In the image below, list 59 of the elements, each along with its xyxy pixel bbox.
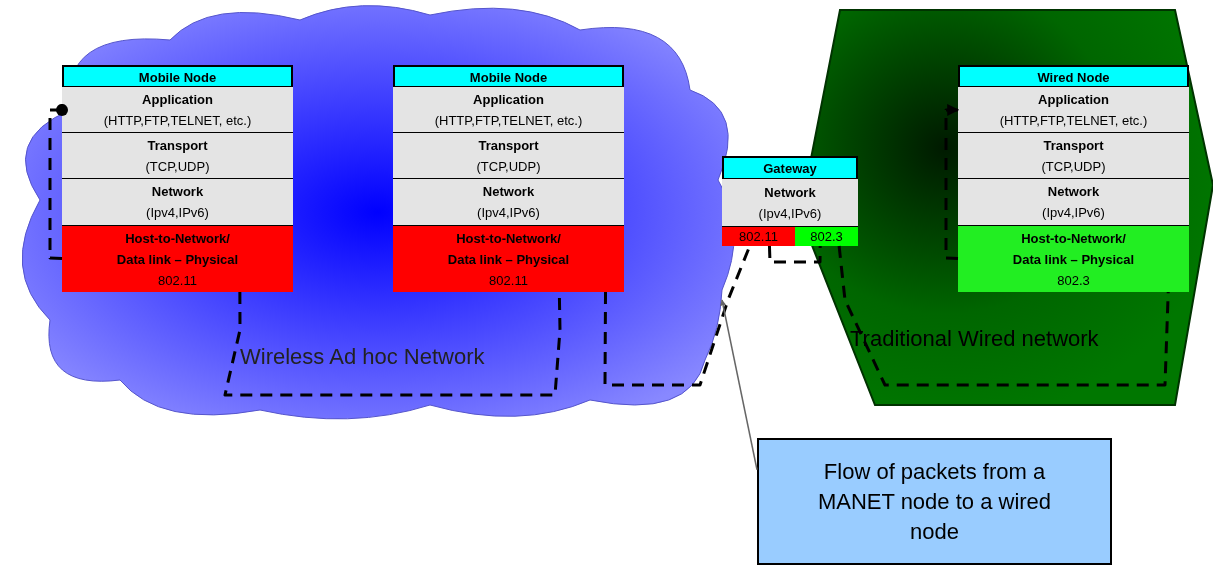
protocol-layer [958, 178, 1189, 225]
node-stack [958, 65, 1189, 292]
layer-detail: (TCP,UDP) [476, 157, 541, 176]
note-box [757, 438, 1112, 565]
layer-detail: (HTTP,FTP,TELNET, etc.) [999, 111, 1148, 130]
layer-name: Network [1047, 183, 1100, 201]
packet-flow-arrow [944, 104, 960, 260]
node-stack [393, 65, 624, 292]
stack-header: Gateway [724, 158, 856, 179]
note-text: Flow of packets from a MANET node to a wired node [817, 457, 1052, 546]
layer-detail: (TCP,UDP) [145, 157, 210, 176]
layer-detail: 802.3 [1057, 271, 1090, 290]
protocol-layer [62, 225, 293, 292]
network-label: Wireless Ad hoc Network [240, 344, 485, 369]
interface-port [722, 226, 795, 246]
protocol-layer [62, 132, 293, 178]
layer-detail: (TCP,UDP) [1041, 157, 1106, 176]
layer-name: Transport [147, 136, 208, 155]
layer-name: Application [142, 90, 213, 109]
protocol-layer [958, 132, 1189, 178]
protocol-layer [393, 178, 624, 225]
layer-name: Transport [478, 136, 539, 155]
layer-name: Network [151, 183, 204, 201]
protocol-layer [393, 86, 624, 132]
layer-name: Data link – Physical [447, 250, 570, 269]
port-label: 802.3 [810, 227, 843, 246]
layer-detail: (Ipv4,IPv6) [477, 204, 540, 222]
layer-detail: (Ipv4,IPv6) [146, 204, 209, 222]
port-label: 802.11 [739, 227, 778, 246]
layer-name: Application [473, 90, 544, 109]
protocol-layer [958, 225, 1189, 292]
layer-detail: (Ipv4,IPv6) [1042, 204, 1105, 222]
node-stack [62, 65, 293, 292]
layer-detail: (HTTP,FTP,TELNET, etc.) [434, 111, 583, 130]
layer-detail: 802.11 [489, 271, 528, 290]
layer-detail: 802.11 [158, 271, 197, 290]
protocol-layer [722, 178, 858, 226]
packet-flow-arrow [720, 299, 758, 471]
layer-detail: (Ipv4,IPv6) [758, 204, 822, 223]
layer-name: Host-to-Network/ [125, 229, 230, 248]
layer-name: Network [764, 183, 816, 202]
layer-name: Host-to-Network/ [456, 229, 561, 248]
layer-name: Network [482, 183, 535, 201]
stack-header: Wired Node [960, 67, 1187, 88]
layer-name: Data link – Physical [1012, 250, 1135, 269]
protocol-layer [62, 178, 293, 225]
protocol-layer [393, 225, 624, 292]
network-label: Traditional Wired network [850, 326, 1099, 351]
layer-name: Application [1038, 90, 1109, 109]
layer-detail: (HTTP,FTP,TELNET, etc.) [103, 111, 252, 130]
interface-port [795, 226, 858, 246]
protocol-layer [62, 86, 293, 132]
stack-header: Mobile Node [64, 67, 291, 88]
protocol-layer [393, 132, 624, 178]
layer-name: Transport [1043, 136, 1104, 155]
protocol-layer [958, 86, 1189, 132]
layer-name: Host-to-Network/ [1021, 229, 1126, 248]
stack-header: Mobile Node [395, 67, 622, 88]
layer-name: Data link – Physical [116, 250, 239, 269]
